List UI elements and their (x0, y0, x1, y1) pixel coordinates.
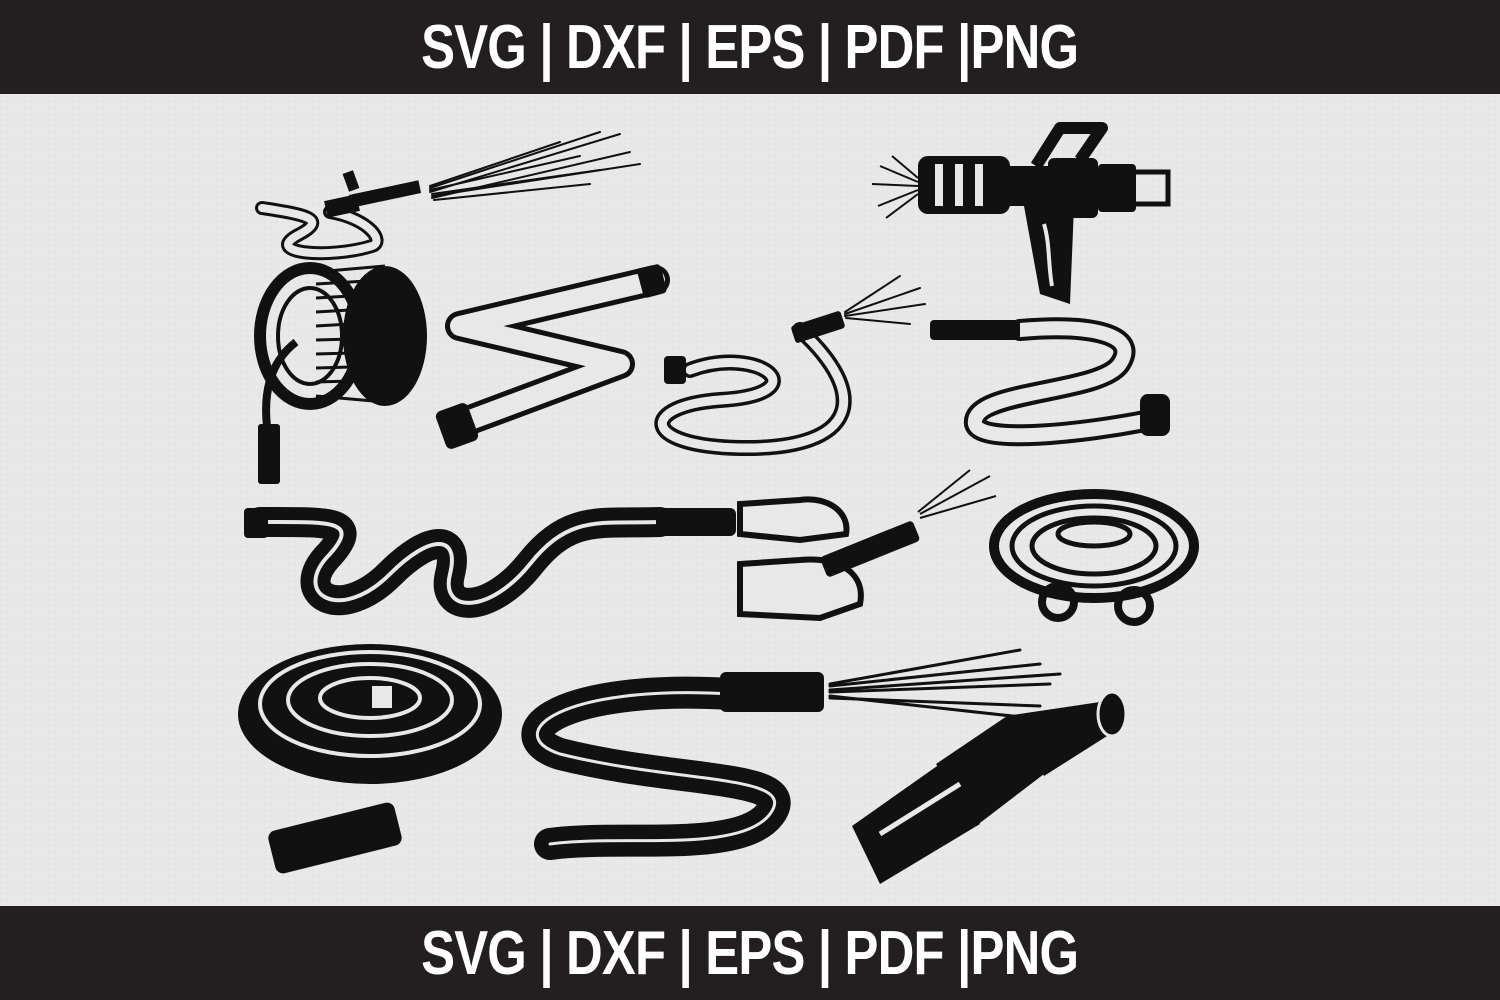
coiled-black-hose-icon (238, 644, 502, 874)
z-shaped-hose-icon (930, 317, 1170, 447)
format-list-bottom: SVG | DXF | EPS | PDF |PNG (421, 918, 1079, 988)
s-hose-with-spray-icon (521, 648, 1062, 860)
rolled-flat-hose-icon (989, 489, 1199, 626)
wavy-black-hose-icon (244, 506, 736, 618)
hands-holding-nozzle-icon (737, 469, 997, 622)
s-curve-hose-with-spray-icon (654, 275, 926, 457)
format-banner-bottom: SVG | DXF | EPS | PDF |PNG (0, 906, 1500, 1000)
pistol-grip-nozzle-icon (871, 122, 1171, 304)
illustration-artboard (0, 94, 1500, 906)
format-banner-top: SVG | DXF | EPS | PDF |PNG (0, 0, 1500, 94)
nozzle-close-up-icon (852, 690, 1128, 884)
hose-with-spraying-nozzle-icon (255, 131, 641, 261)
hose-reel-icon (254, 262, 427, 484)
zigzag-hose-icon (435, 264, 670, 449)
format-list-top: SVG | DXF | EPS | PDF |PNG (421, 12, 1079, 82)
